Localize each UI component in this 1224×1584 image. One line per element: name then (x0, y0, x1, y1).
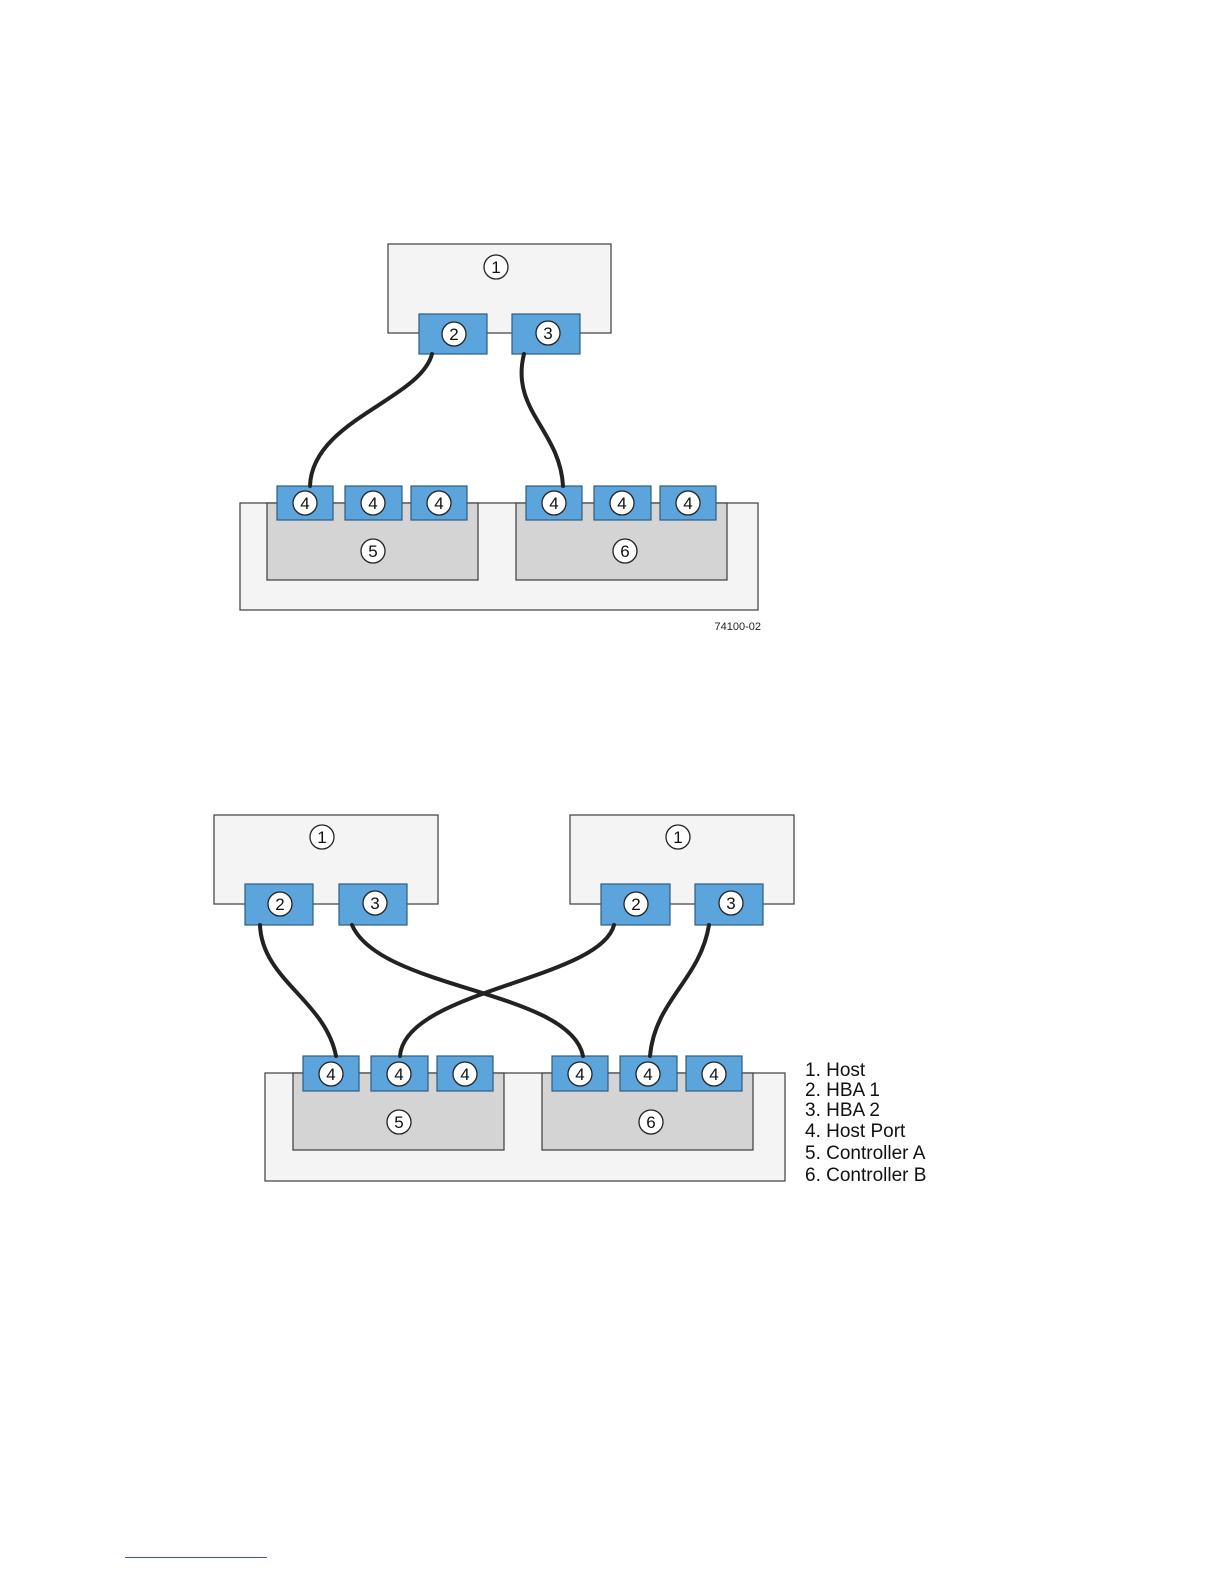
callout-controller-a: 5 (361, 539, 385, 563)
cable-left-hba2-to-controller-b (352, 925, 583, 1056)
callout-hba-1-label: 2 (449, 325, 458, 344)
svg-text:3: 3 (370, 894, 379, 913)
callout-host: 1 (666, 825, 690, 849)
svg-text:5: 5 (394, 1113, 403, 1132)
callout-host-port: 4 (319, 1062, 343, 1086)
callout-host: 1 (310, 825, 334, 849)
svg-text:4: 4 (434, 494, 443, 513)
callout-host-port: 4 (453, 1062, 477, 1086)
cable-hba2-to-controller-b (522, 354, 563, 486)
svg-text:4: 4 (460, 1065, 469, 1084)
legend-item: 2. HBA 1 (805, 1080, 880, 1101)
callout-host-port: 4 (636, 1062, 660, 1086)
svg-text:4: 4 (617, 494, 626, 513)
svg-text:4: 4 (643, 1065, 652, 1084)
legend: 1. Host 2. HBA 1 3. HBA 2 4. Host Port 5… (805, 1060, 926, 1186)
figure-single-host: 1 2 3 5 6 4 (240, 244, 761, 633)
callout-hba-2-label: 3 (543, 324, 552, 343)
callout-host-port: 4 (676, 491, 700, 515)
legend-item: 1. Host (805, 1060, 866, 1081)
callout-host-label: 1 (491, 258, 500, 277)
callout-host-port: 4 (568, 1062, 592, 1086)
cable-right-hba2-to-controller-b (650, 925, 709, 1056)
callout-controller-b: 6 (613, 539, 637, 563)
svg-text:4: 4 (683, 494, 692, 513)
footnote-rule (125, 1557, 267, 1558)
callout-host: 1 (484, 255, 508, 279)
legend-item: 6. Controller B (805, 1165, 926, 1186)
svg-text:2: 2 (275, 895, 284, 914)
legend-item: 3. HBA 2 (805, 1100, 880, 1121)
callout-host-port: 4 (610, 491, 634, 515)
figure-dual-host: 1 2 3 1 2 3 (214, 815, 794, 1181)
svg-text:6: 6 (646, 1113, 655, 1132)
callout-hba-2: 3 (536, 321, 560, 345)
callout-host-port: 4 (361, 491, 385, 515)
svg-text:4: 4 (575, 1065, 584, 1084)
legend-item: 5. Controller A (805, 1143, 926, 1164)
callout-controller-b: 6 (639, 1110, 663, 1134)
callout-host-port: 4 (427, 491, 451, 515)
svg-text:4: 4 (394, 1065, 403, 1084)
callout-hba-1: 2 (442, 322, 466, 346)
callout-host-port: 4 (542, 491, 566, 515)
legend-item: 4. Host Port (805, 1121, 906, 1142)
callout-controller-a-label: 5 (368, 542, 377, 561)
cable-hba1-to-controller-a (310, 354, 432, 486)
svg-text:4: 4 (549, 494, 558, 513)
callout-controller-b-label: 6 (620, 542, 629, 561)
svg-text:4: 4 (709, 1065, 718, 1084)
callout-hba-2: 3 (719, 891, 743, 915)
callout-hba-2: 3 (363, 891, 387, 915)
callout-host-port: 4 (702, 1062, 726, 1086)
callout-host-port: 4 (387, 1062, 411, 1086)
svg-text:2: 2 (631, 895, 640, 914)
svg-text:4: 4 (300, 494, 309, 513)
figure-id: 74100-02 (715, 621, 762, 633)
cable-left-hba1-to-controller-a (260, 925, 336, 1056)
svg-text:3: 3 (726, 894, 735, 913)
callout-hba-1: 2 (624, 892, 648, 916)
svg-text:4: 4 (368, 494, 377, 513)
cable-right-hba1-to-controller-a (400, 925, 614, 1056)
svg-text:1: 1 (673, 828, 682, 847)
callout-host-port: 4 (293, 491, 317, 515)
svg-text:4: 4 (326, 1065, 335, 1084)
callout-hba-1: 2 (268, 892, 292, 916)
svg-text:1: 1 (317, 828, 326, 847)
callout-controller-a: 5 (387, 1110, 411, 1134)
